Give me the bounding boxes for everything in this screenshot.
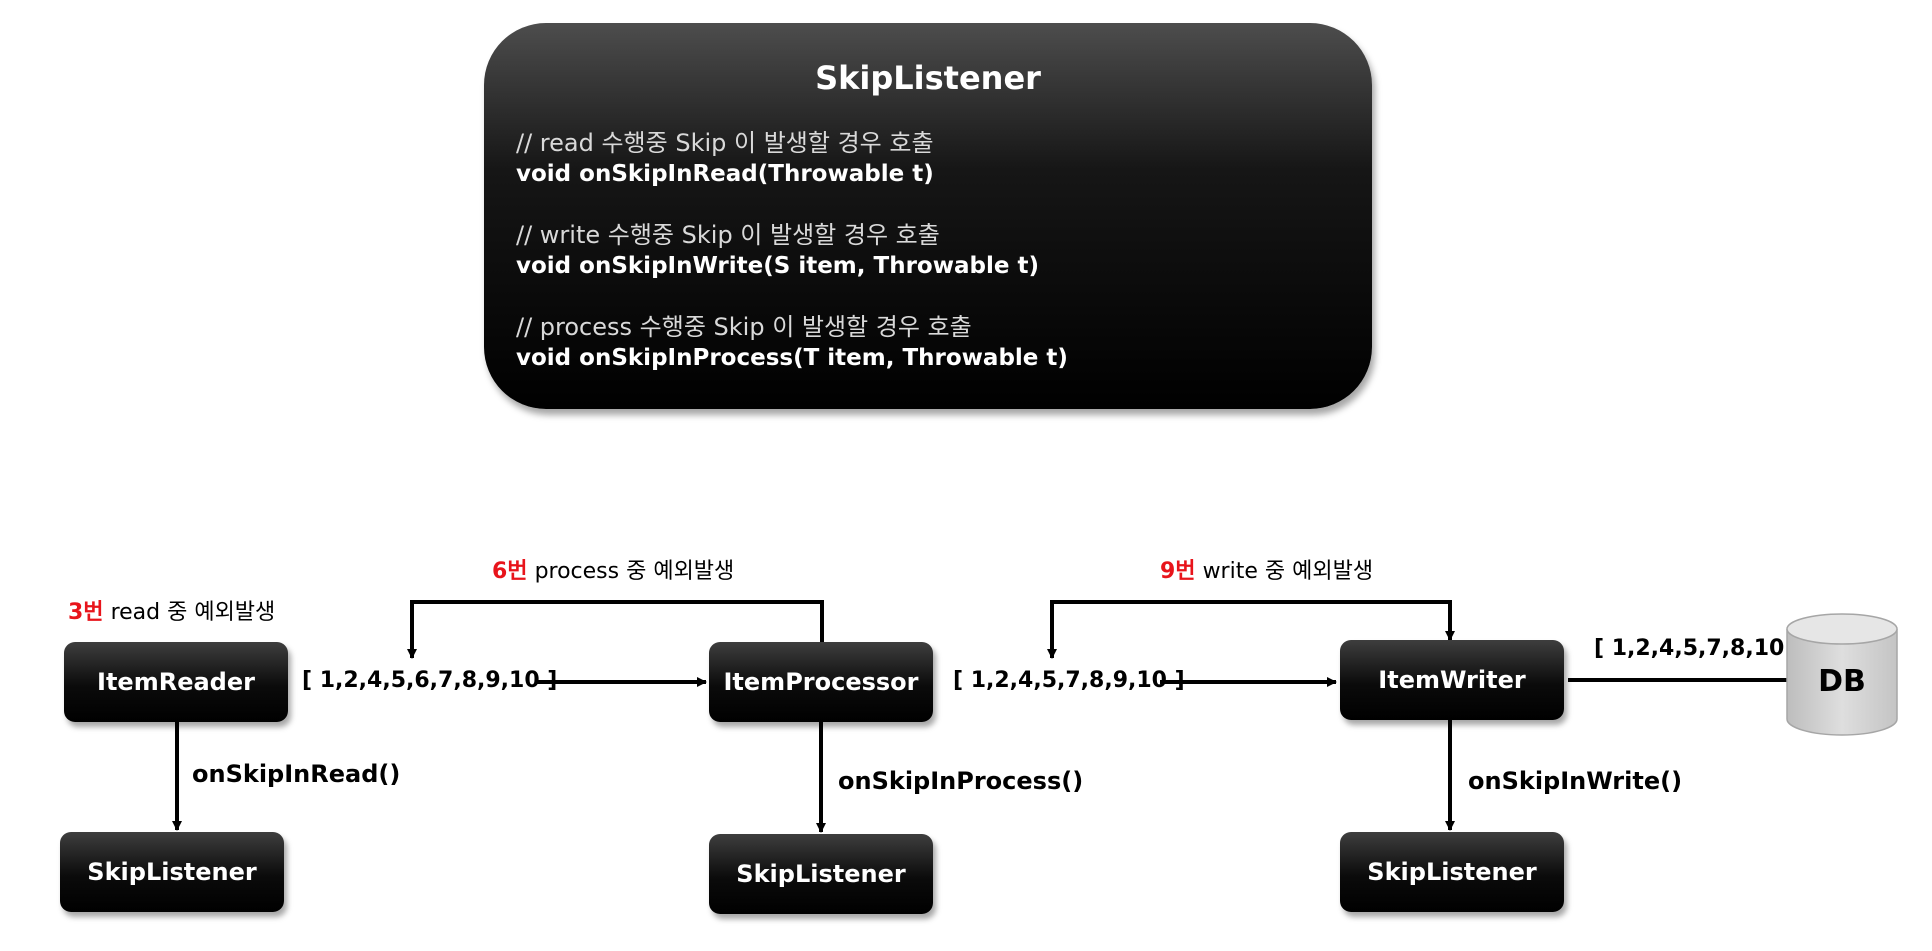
items-to-db-label: [ 1,2,4,5,7,8,10 ] xyxy=(1594,636,1803,661)
write-comment: // write 수행중 Skip 이 발생할 경우 호출 xyxy=(516,221,940,249)
read-exception-number: 3번 xyxy=(68,600,104,625)
read-comment: // read 수행중 Skip 이 발생할 경우 호출 xyxy=(516,129,934,157)
process-exception-number: 6번 xyxy=(492,559,528,584)
db-cylinder-icon xyxy=(1786,613,1898,736)
on-skip-in-write-label: onSkipInWrite() xyxy=(1468,767,1683,795)
write-signature: void onSkipInWrite(S item, Throwable t) xyxy=(516,253,1039,279)
write-exception-number: 9번 xyxy=(1160,559,1196,584)
write-skip-listener-box: SkipListener xyxy=(1340,832,1564,912)
item-writer-box: ItemWriter xyxy=(1340,640,1564,720)
process-skip-listener-box: SkipListener xyxy=(709,834,933,914)
write-exception-note: 9번 write 중 예외발생 xyxy=(1160,553,1373,585)
read-skip-listener-box: SkipListener xyxy=(60,832,284,912)
panel-title: SkipListener xyxy=(815,59,1041,97)
read-exception-text: read 중 예외발생 xyxy=(110,600,276,625)
on-skip-in-process-label: onSkipInProcess() xyxy=(838,767,1084,795)
skiplistener-info-panel: SkipListener // read 수행중 Skip 이 발생할 경우 호… xyxy=(484,23,1372,409)
process-skip-loop xyxy=(407,600,824,659)
on-skip-in-read-label: onSkipInRead() xyxy=(192,760,401,788)
panel-method-list: // read 수행중 Skip 이 발생할 경우 호출 void onSkip… xyxy=(516,128,1068,374)
process-comment: // process 수행중 Skip 이 발생할 경우 호출 xyxy=(516,313,972,341)
items-to-writer-label: [ 1,2,4,5,7,8,9,10 ] xyxy=(953,668,1185,693)
item-reader-box: ItemReader xyxy=(64,642,288,722)
item-processor-box: ItemProcessor xyxy=(709,642,933,722)
items-to-processor-label: [ 1,2,4,5,6,7,8,9,10 ] xyxy=(302,668,558,693)
db-label: DB xyxy=(1818,664,1866,699)
read-signature: void onSkipInRead(Throwable t) xyxy=(516,161,934,187)
read-exception-note: 3번 read 중 예외발생 xyxy=(68,594,275,626)
write-exception-text: write 중 예외발생 xyxy=(1202,559,1374,584)
process-exception-note: 6번 process 중 예외발생 xyxy=(492,553,734,585)
process-signature: void onSkipInProcess(T item, Throwable t… xyxy=(516,345,1068,371)
process-exception-text: process 중 예외발생 xyxy=(534,559,735,584)
